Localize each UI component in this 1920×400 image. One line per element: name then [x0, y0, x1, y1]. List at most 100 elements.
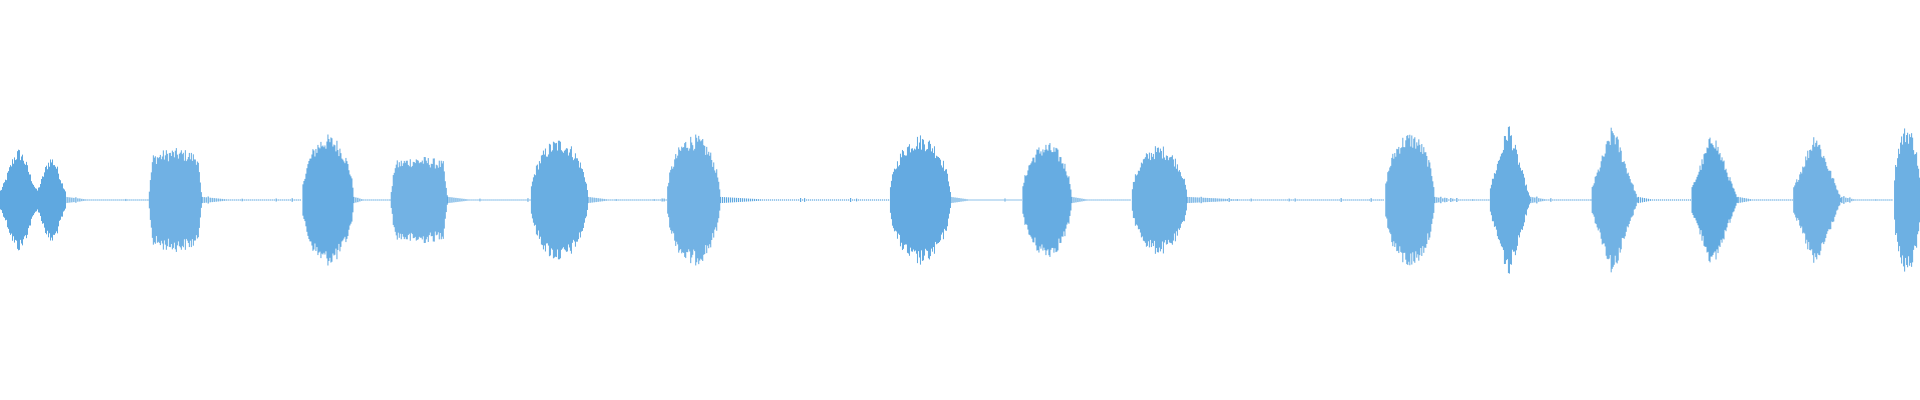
waveform-burst-9 — [1140, 162, 1142, 238]
waveform-tail-4 — [521, 199, 523, 201]
waveform-tail-1 — [109, 199, 111, 201]
waveform-tail-9 — [1206, 197, 1208, 203]
waveform-burst-3 — [334, 145, 336, 255]
waveform-tail-5 — [627, 199, 629, 201]
waveform-burst-1 — [30, 174, 31, 226]
waveform-tail-2 — [285, 199, 287, 201]
waveform-tail-9 — [1328, 199, 1330, 201]
waveform-burst-11 — [1501, 152, 1503, 248]
waveform-burst-10 — [1409, 134, 1411, 266]
waveform-burst-2 — [149, 180, 151, 220]
waveform-burst-7 — [935, 155, 937, 245]
waveform-tail-14 — [1887, 199, 1889, 201]
waveform-tail-5 — [657, 199, 659, 201]
waveform-burst-13 — [1707, 148, 1709, 252]
waveform-burst-8 — [1041, 155, 1043, 245]
waveform-tail-6 — [752, 198, 754, 202]
waveform-burst-10 — [1390, 165, 1392, 235]
waveform-tail-14 — [1863, 199, 1865, 201]
waveform-burst-15 — [1906, 135, 1908, 265]
waveform-tail-3 — [379, 199, 381, 201]
waveform-burst-8 — [1044, 149, 1046, 251]
waveform-burst-15 — [1913, 150, 1915, 250]
waveform-tail-9 — [1230, 199, 1232, 201]
waveform-tail-6 — [720, 196, 722, 204]
waveform-tail-8 — [1079, 198, 1081, 202]
waveform-tail-6 — [846, 199, 848, 201]
waveform-burst-5 — [556, 150, 558, 250]
waveform-tail-13 — [1745, 198, 1747, 202]
waveform-tail-13 — [1791, 199, 1793, 201]
waveform-burst-1 — [51, 162, 52, 238]
waveform-tail-6 — [766, 199, 768, 201]
waveform-tail-5 — [637, 199, 639, 201]
waveform-burst-7 — [918, 142, 920, 258]
waveform-tail-10 — [1440, 196, 1442, 204]
waveform-burst-12 — [1635, 193, 1637, 207]
waveform-tail-1 — [89, 199, 91, 201]
waveform-burst-7 — [892, 171, 894, 229]
waveform-burst-9 — [1151, 156, 1153, 244]
waveform-tail-12 — [1657, 199, 1659, 201]
waveform-tail-4 — [455, 197, 457, 203]
waveform-burst-9 — [1131, 189, 1133, 211]
waveform-burst-7 — [924, 151, 926, 249]
waveform-burst-1 — [34, 186, 35, 214]
waveform-burst-4 — [433, 158, 435, 242]
waveform-burst-12 — [1633, 190, 1635, 210]
waveform-tail-2 — [211, 197, 213, 203]
waveform-burst-14 — [1796, 179, 1798, 221]
waveform-tail-12 — [1675, 199, 1677, 201]
waveform-burst-15 — [1911, 133, 1913, 267]
waveform-burst-6 — [703, 145, 705, 255]
waveform-tail-7 — [990, 199, 992, 201]
waveform-tail-9 — [1214, 198, 1216, 202]
waveform-tail-4 — [499, 199, 501, 201]
waveform-burst-12 — [1611, 131, 1613, 269]
waveform-burst-7 — [923, 144, 925, 256]
waveform-tail-9 — [1222, 198, 1224, 202]
waveform-burst-10 — [1395, 156, 1397, 244]
waveform-burst-2 — [160, 159, 162, 241]
waveform-tail-2 — [263, 199, 265, 201]
waveform-burst-14 — [1801, 173, 1803, 227]
waveform-burst-10 — [1391, 157, 1393, 243]
waveform-tail-9 — [1286, 199, 1288, 201]
waveform-tail-13 — [1769, 199, 1771, 201]
waveform-burst-8 — [1065, 171, 1067, 229]
waveform-burst-12 — [1619, 147, 1621, 253]
waveform-burst-11 — [1500, 153, 1502, 247]
waveform-tail-6 — [850, 198, 852, 202]
waveform-tail-11 — [1542, 198, 1544, 202]
waveform-tail-6 — [736, 197, 738, 203]
waveform-burst-8 — [1064, 163, 1066, 237]
waveform-burst-5 — [537, 169, 539, 231]
waveform-tail-2 — [277, 199, 279, 201]
waveform-burst-5 — [546, 156, 548, 244]
waveform-burst-14 — [1829, 170, 1831, 230]
waveform-tail-8 — [1091, 199, 1093, 201]
waveform-burst-5 — [538, 161, 540, 239]
waveform-tail-11 — [1576, 199, 1578, 201]
waveform-tail-9 — [1344, 199, 1346, 201]
waveform-tail-6 — [858, 199, 860, 201]
waveform-burst-13 — [1706, 147, 1708, 253]
waveform-burst-13 — [1694, 182, 1696, 218]
waveform-burst-1 — [56, 168, 57, 232]
waveform-burst-5 — [542, 150, 544, 250]
waveform-tail-5 — [609, 199, 611, 201]
waveform-burst-13 — [1712, 145, 1714, 255]
waveform-burst-14 — [1839, 194, 1841, 206]
waveform-burst-1 — [38, 187, 39, 213]
waveform-burst-12 — [1632, 184, 1634, 216]
waveform-burst-7 — [901, 149, 903, 251]
waveform-tail-4 — [451, 197, 453, 203]
waveform-burst-9 — [1170, 156, 1172, 244]
waveform-burst-11 — [1504, 136, 1506, 264]
waveform-burst-10 — [1392, 153, 1394, 247]
waveform-burst-13 — [1721, 157, 1723, 243]
waveform-burst-14 — [1836, 189, 1838, 211]
waveform-burst-14 — [1827, 168, 1829, 232]
waveform-burst-9 — [1183, 178, 1185, 222]
waveform-burst-1 — [23, 160, 24, 240]
